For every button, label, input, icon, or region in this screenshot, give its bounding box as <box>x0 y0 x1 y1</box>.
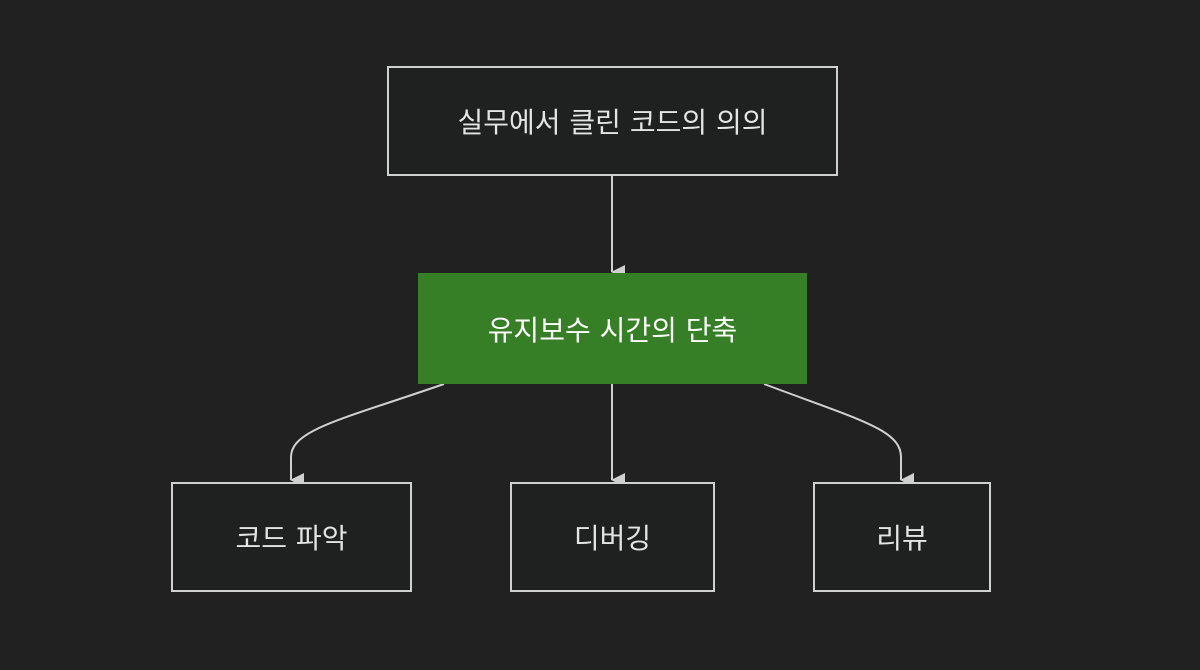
middle-node-label: 유지보수 시간의 단축 <box>487 313 738 347</box>
child-node-label: 디버깅 <box>573 522 652 555</box>
root-node: 실무에서 클린 코드의 의의 <box>387 66 838 176</box>
edge-middle-to-right <box>763 383 914 487</box>
child-node-code-understanding: 코드 파악 <box>171 482 412 592</box>
child-node-label: 코드 파악 <box>235 522 348 555</box>
child-node-label: 리뷰 <box>876 522 928 555</box>
edge-middle-to-left <box>289 383 445 487</box>
root-node-label: 실무에서 클린 코드의 의의 <box>457 106 768 139</box>
middle-node-highlighted: 유지보수 시간의 단축 <box>418 273 807 384</box>
child-node-debugging: 디버깅 <box>510 482 715 592</box>
child-node-review: 리뷰 <box>813 482 991 592</box>
